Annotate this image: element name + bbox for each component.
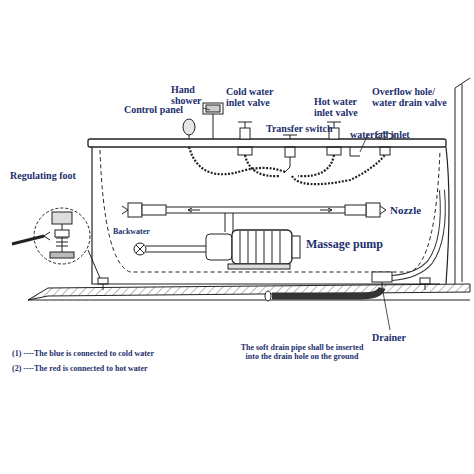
part-label: waterfall inlet — [350, 129, 410, 140]
massage-pump — [206, 230, 300, 269]
note-text: (2) ----The red is connected to hot wate… — [12, 365, 148, 374]
tub-skirt-end — [446, 147, 449, 284]
tub-skirt — [92, 147, 440, 284]
soft-drain-pipe-rib — [272, 288, 382, 296]
part-label: Overflow hole/ water drain valve — [372, 86, 454, 108]
overflow-pipe — [392, 190, 443, 278]
part-label: Transfer switch — [266, 123, 333, 134]
cold-valve — [238, 122, 252, 155]
nozzle-pipe — [122, 203, 386, 232]
drainer — [372, 272, 392, 288]
part-label: Massage pump — [306, 238, 383, 251]
soft-drain-pipe — [272, 288, 382, 296]
part-label: Drainer — [372, 332, 406, 343]
leader-line — [203, 108, 390, 330]
foot-inset — [34, 208, 100, 278]
part-label: Regulating foot — [10, 170, 76, 181]
drain-hole — [265, 291, 271, 301]
wall-line — [455, 78, 470, 284]
waterfall-inlet — [350, 147, 360, 156]
part-label: Hot water inlet valve — [314, 96, 366, 118]
transfer-switch — [283, 135, 297, 173]
part-label: Backwater — [113, 228, 150, 237]
part-label: Hand shower — [171, 84, 211, 106]
tub-rim — [88, 139, 446, 147]
backwater-fitting — [134, 243, 210, 255]
floor-edge — [28, 300, 470, 301]
braided-hose — [189, 147, 385, 184]
note-text: The soft drain pipe shall be inserted in… — [238, 344, 366, 362]
note-text: (1) ----The blue is connected to cold wa… — [12, 350, 154, 359]
wrench — [12, 232, 50, 244]
floor — [28, 284, 470, 300]
control-panel — [203, 103, 223, 139]
hand-shower — [183, 119, 195, 139]
part-label: Nozzle — [390, 204, 421, 216]
overflow-pipe-inner — [392, 190, 443, 278]
part-label: Cold water inlet valve — [226, 86, 288, 108]
